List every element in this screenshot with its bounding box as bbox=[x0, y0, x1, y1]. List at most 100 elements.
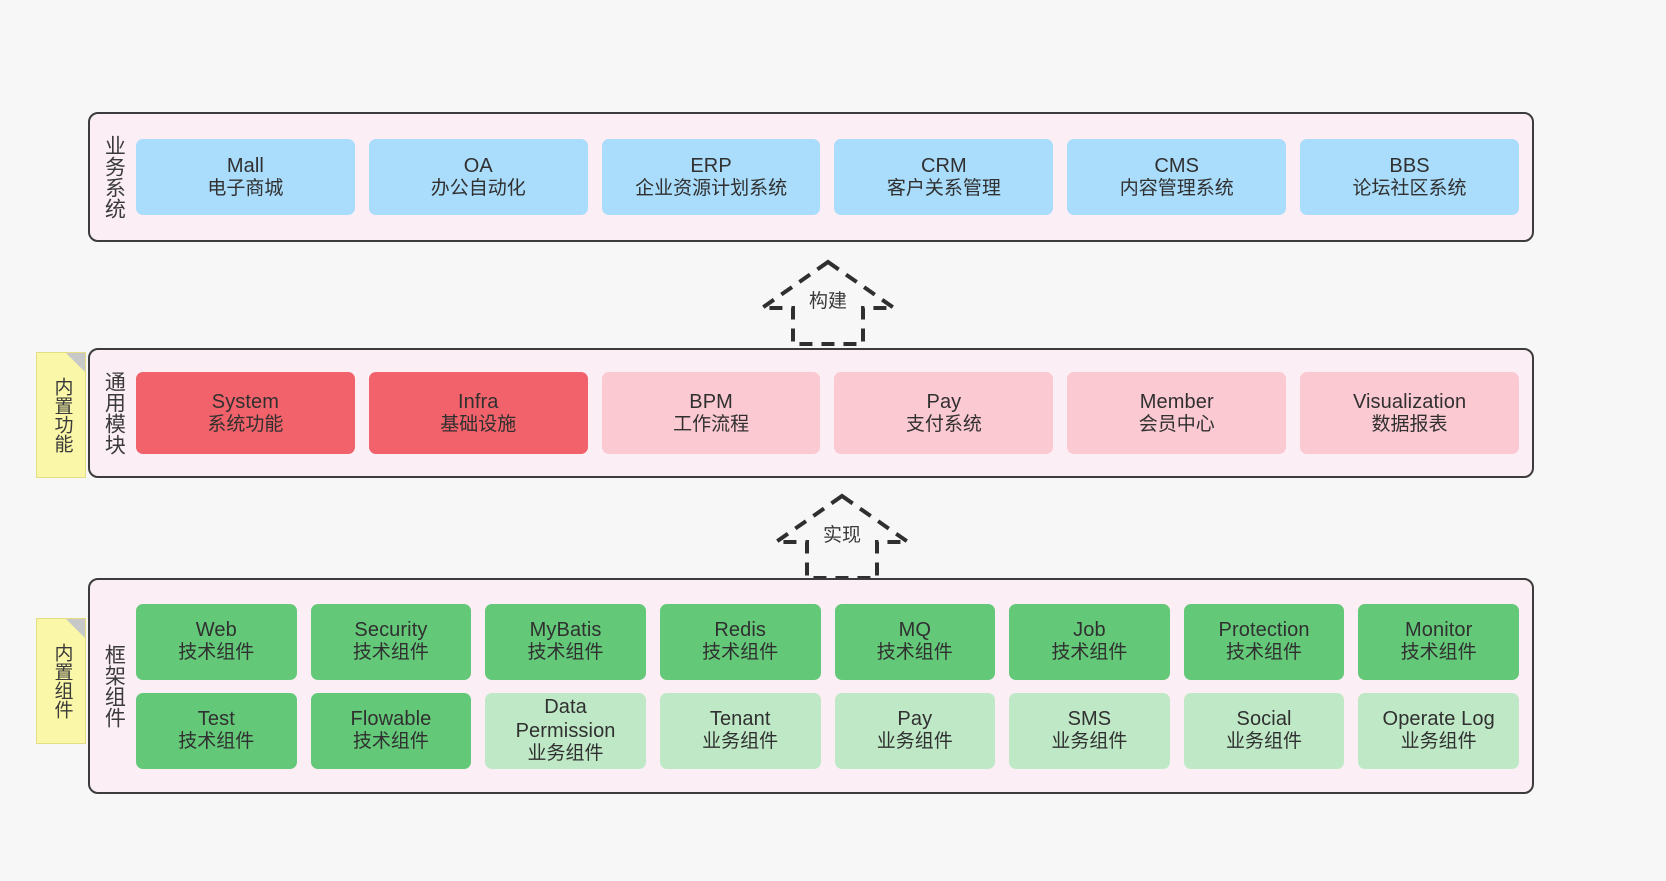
card-data-permission-cn: 业务组件 bbox=[527, 743, 604, 765]
connector-build: 构建 bbox=[755, 258, 901, 346]
card-system[interactable]: System 系统功能 bbox=[136, 372, 355, 454]
note-fold-corner-icon bbox=[66, 619, 85, 638]
card-erp-cn: 企业资源计划系统 bbox=[635, 177, 788, 199]
card-crm-en: CRM bbox=[920, 154, 967, 177]
card-pay-component-cn: 业务组件 bbox=[876, 731, 953, 753]
card-protection-cn: 技术组件 bbox=[1226, 642, 1303, 664]
card-sms[interactable]: SMS 业务组件 bbox=[1009, 692, 1170, 769]
layer-common-modules-title: 通用模块 bbox=[102, 371, 126, 455]
card-protection[interactable]: Protection 技术组件 bbox=[1183, 603, 1345, 680]
card-member-en: Member bbox=[1139, 390, 1214, 413]
card-test[interactable]: Test 技术组件 bbox=[136, 692, 297, 769]
connector-build-shape bbox=[755, 259, 901, 346]
card-data-permission-en: Data Permission bbox=[515, 696, 616, 743]
note-fold-corner-icon bbox=[66, 353, 85, 372]
card-system-en: System bbox=[211, 390, 280, 413]
framework-row-business: Test 技术组件 Flowable 技术组件 Data Permission … bbox=[136, 692, 1519, 769]
card-monitor-cn: 技术组件 bbox=[1400, 642, 1477, 664]
card-crm[interactable]: CRM 客户关系管理 bbox=[834, 139, 1054, 215]
card-web-en: Web bbox=[195, 619, 237, 642]
card-test-en: Test bbox=[197, 708, 235, 731]
card-operate-log-cn: 业务组件 bbox=[1400, 731, 1477, 753]
layer-framework-components-body: Web 技术组件 Security 技术组件 MyBatis 技术组件 Redi… bbox=[136, 580, 1532, 792]
card-redis-en: Redis bbox=[714, 619, 766, 642]
card-sms-cn: 业务组件 bbox=[1051, 731, 1128, 753]
card-oa[interactable]: OA 办公自动化 bbox=[368, 139, 588, 215]
card-oa-en: OA bbox=[463, 154, 493, 177]
layer-framework-components-title: 框架组件 bbox=[102, 644, 126, 728]
card-infra-en: Infra bbox=[457, 390, 499, 413]
card-infra-cn: 基础设施 bbox=[440, 413, 517, 435]
card-protection-en: Protection bbox=[1218, 619, 1310, 642]
layer-business-systems: 业务系统 Mall 电子商城 OA 办公自动化 ERP 企业资源计划系统 CRM… bbox=[88, 112, 1534, 242]
card-cms-en: CMS bbox=[1154, 154, 1200, 177]
card-monitor[interactable]: Monitor 技术组件 bbox=[1358, 603, 1519, 680]
card-visualization-cn: 数据报表 bbox=[1371, 413, 1448, 435]
card-redis-cn: 技术组件 bbox=[702, 642, 779, 664]
card-bpm-cn: 工作流程 bbox=[673, 413, 750, 435]
card-tenant-cn: 业务组件 bbox=[702, 731, 779, 753]
card-flowable-cn: 技术组件 bbox=[352, 731, 429, 753]
card-tenant-en: Tenant bbox=[709, 708, 771, 731]
layer-business-systems-body: Mall 电子商城 OA 办公自动化 ERP 企业资源计划系统 CRM 客户关系… bbox=[136, 114, 1532, 240]
card-member[interactable]: Member 会员中心 bbox=[1067, 372, 1287, 454]
card-job-cn: 技术组件 bbox=[1051, 642, 1128, 664]
card-social-en: Social bbox=[1236, 708, 1292, 731]
card-erp-en: ERP bbox=[690, 154, 732, 177]
card-bbs[interactable]: BBS 论坛社区系统 bbox=[1300, 139, 1519, 215]
card-erp[interactable]: ERP 企业资源计划系统 bbox=[601, 139, 821, 215]
card-pay-module[interactable]: Pay 支付系统 bbox=[834, 372, 1054, 454]
card-mall[interactable]: Mall 电子商城 bbox=[136, 139, 355, 215]
card-pay-module-cn: 支付系统 bbox=[905, 413, 982, 435]
connector-build-label: 构建 bbox=[808, 291, 848, 312]
card-redis[interactable]: Redis 技术组件 bbox=[659, 603, 821, 680]
card-system-cn: 系统功能 bbox=[207, 413, 284, 435]
card-member-cn: 会员中心 bbox=[1138, 413, 1215, 435]
card-mq-en: MQ bbox=[898, 619, 932, 642]
card-tenant[interactable]: Tenant 业务组件 bbox=[659, 692, 821, 769]
note-builtin-features-label: 内置功能 bbox=[51, 377, 73, 453]
card-bbs-en: BBS bbox=[1389, 154, 1430, 177]
card-operate-log-en: Operate Log bbox=[1382, 708, 1495, 731]
card-pay-component[interactable]: Pay 业务组件 bbox=[834, 692, 996, 769]
card-mq-cn: 技术组件 bbox=[876, 642, 953, 664]
card-mall-cn: 电子商城 bbox=[207, 177, 284, 199]
card-test-cn: 技术组件 bbox=[178, 731, 255, 753]
card-security[interactable]: Security 技术组件 bbox=[310, 603, 472, 680]
card-mq[interactable]: MQ 技术组件 bbox=[834, 603, 996, 680]
card-bpm[interactable]: BPM 工作流程 bbox=[601, 372, 821, 454]
connector-implement: 实现 bbox=[769, 492, 915, 580]
card-mybatis[interactable]: MyBatis 技术组件 bbox=[485, 603, 646, 680]
card-mybatis-en: MyBatis bbox=[529, 619, 602, 642]
card-infra[interactable]: Infra 基础设施 bbox=[368, 372, 588, 454]
card-mall-en: Mall bbox=[226, 154, 264, 177]
card-cms[interactable]: CMS 内容管理系统 bbox=[1067, 139, 1287, 215]
card-web-cn: 技术组件 bbox=[178, 642, 255, 664]
card-flowable[interactable]: Flowable 技术组件 bbox=[310, 692, 472, 769]
card-oa-cn: 办公自动化 bbox=[430, 177, 526, 199]
card-cms-cn: 内容管理系统 bbox=[1119, 177, 1234, 199]
card-visualization-en: Visualization bbox=[1352, 390, 1467, 413]
card-web[interactable]: Web 技术组件 bbox=[136, 603, 297, 680]
connector-implement-label: 实现 bbox=[822, 525, 862, 546]
card-security-cn: 技术组件 bbox=[352, 642, 429, 664]
card-operate-log[interactable]: Operate Log 业务组件 bbox=[1358, 692, 1519, 769]
card-job[interactable]: Job 技术组件 bbox=[1009, 603, 1170, 680]
layer-common-modules: 通用模块 System 系统功能 Infra 基础设施 BPM 工作流程 Pay… bbox=[88, 348, 1534, 478]
card-pay-module-en: Pay bbox=[926, 390, 962, 413]
card-visualization[interactable]: Visualization 数据报表 bbox=[1300, 372, 1519, 454]
card-pay-component-en: Pay bbox=[897, 708, 933, 731]
note-builtin-components-label: 内置组件 bbox=[51, 643, 73, 719]
card-job-en: Job bbox=[1073, 619, 1106, 642]
card-social[interactable]: Social 业务组件 bbox=[1183, 692, 1345, 769]
card-sms-en: SMS bbox=[1067, 708, 1112, 731]
card-crm-cn: 客户关系管理 bbox=[886, 177, 1001, 199]
layer-common-modules-body: System 系统功能 Infra 基础设施 BPM 工作流程 Pay 支付系统… bbox=[136, 350, 1532, 476]
layer-framework-components: 框架组件 Web 技术组件 Security 技术组件 MyBatis 技术组件… bbox=[88, 578, 1534, 794]
card-security-en: Security bbox=[354, 619, 428, 642]
card-social-cn: 业务组件 bbox=[1226, 731, 1303, 753]
card-data-permission[interactable]: Data Permission 业务组件 bbox=[485, 692, 646, 769]
layer-business-systems-title: 业务系统 bbox=[102, 135, 126, 219]
card-flowable-en: Flowable bbox=[350, 708, 432, 731]
